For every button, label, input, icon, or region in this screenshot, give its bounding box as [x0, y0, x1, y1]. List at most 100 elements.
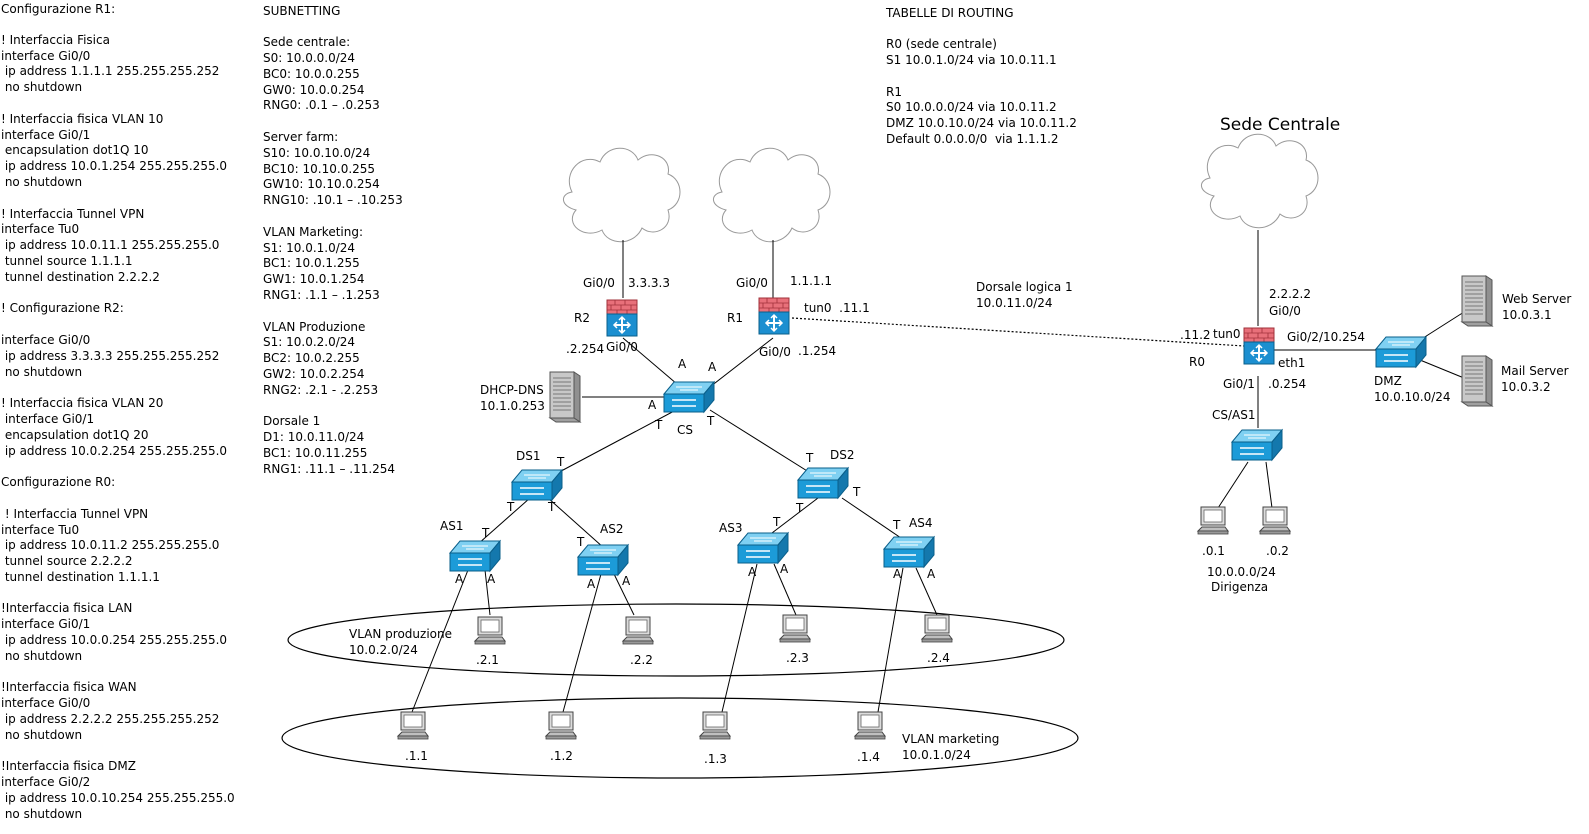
vlan-marketing-name: VLAN marketing	[902, 732, 1000, 746]
internet-cloud-r1	[712, 147, 831, 243]
cs-port-a-left: A	[648, 398, 657, 412]
config-line: tunnel source 2.2.2.2	[1, 554, 133, 569]
config-line: interface Gi0/0	[1, 332, 91, 347]
pc-1-1-label: .1.1	[405, 749, 428, 763]
subnetting-line: Server farm:	[263, 130, 339, 145]
subnetting-line	[263, 399, 403, 415]
config-line: no shutdown	[1, 727, 83, 742]
subnetting-line: BC2: 10.0.2.255	[263, 351, 360, 366]
links	[411, 230, 1465, 713]
switch-as3-icon	[737, 532, 789, 564]
as2-port-a-right: A	[622, 574, 631, 588]
mail-server-name: Mail Server	[1501, 364, 1569, 378]
routing-line	[886, 69, 1077, 85]
config-line: ! Interfaccia Tunnel VPN	[1, 506, 149, 521]
switch-ds2-icon	[797, 467, 849, 499]
dirigenza-net: 10.0.0.0/24	[1207, 565, 1276, 579]
config-line	[1, 665, 235, 681]
as3-label: AS3	[719, 521, 743, 535]
subnetting-line: Dorsale 1	[263, 414, 321, 429]
subnetting-line: BC1: 10.0.11.255	[263, 446, 368, 461]
routing-line: S1 10.0.1.0/24 via 10.0.11.1	[886, 53, 1057, 68]
routing-line	[886, 22, 1077, 38]
config-line	[1, 317, 235, 333]
r1-gi00-b-label: Gi0/0	[759, 345, 791, 359]
subnetting-line: S1: 10.0.2.0/24	[263, 335, 356, 350]
dmz-name: DMZ	[1374, 374, 1402, 388]
config-line: Configurazione R0:	[1, 475, 116, 490]
router-r0-icon	[1243, 327, 1275, 365]
subnetting-line: GW0: 10.0.0.254	[263, 82, 365, 97]
vlan-produzione-ellipse	[287, 603, 1065, 677]
config-line: !Interfaccia fisica LAN	[1, 601, 133, 616]
r1-gi00-label: Gi0/0	[736, 276, 768, 290]
subnetting-line: GW1: 10.0.1.254	[263, 272, 365, 287]
routing-line: R0 (sede centrale)	[886, 37, 997, 52]
dorsale-net: 10.0.11.0/24	[976, 296, 1053, 310]
config-line: no shutdown	[1, 364, 83, 379]
as1-port-a-right: A	[487, 572, 496, 586]
config-r1-title: Configurazione R1:	[1, 2, 116, 16]
r1-tun-label: tun0 .11.1	[804, 301, 870, 315]
config-line	[1, 586, 235, 602]
internet-cloud-r2	[562, 147, 681, 243]
subnetting-line	[263, 209, 403, 225]
pc-1-1-icon	[397, 711, 429, 740]
config-line: no shutdown	[1, 80, 83, 95]
config-line: no shutdown	[1, 648, 83, 663]
dhcp-name: DHCP-DNS	[480, 383, 544, 397]
config-line	[1, 380, 235, 396]
config-line	[1, 459, 235, 475]
switch-csas1-icon	[1231, 429, 1283, 461]
ds2-label: DS2	[830, 448, 855, 462]
web-server-icon	[1461, 275, 1493, 327]
ds1-port-t-right: T	[548, 500, 556, 514]
switch-ds1-icon	[511, 469, 563, 501]
subnetting-line: RNG1: .11.1 – .11.254	[263, 461, 396, 476]
config-line: ! Interfaccia fisica VLAN 20	[1, 396, 164, 411]
ds1-port-t-left: T	[507, 500, 515, 514]
dhcp-ip: 10.1.0.253	[480, 399, 545, 413]
as1-port-t: T	[482, 526, 490, 540]
r2-lan-ip: .2.254	[566, 342, 605, 356]
routing-line: R1	[886, 84, 902, 99]
vlan-marketing-ellipse	[281, 697, 1079, 779]
config-line: ip address 10.0.11.2 255.255.255.0	[1, 538, 220, 553]
config-line: interface Gi0/1	[1, 127, 91, 142]
subnetting-line: RNG0: .0.1 – .0.253	[263, 98, 380, 113]
as4-label: AS4	[909, 516, 933, 530]
config-line: interface Gi0/0	[1, 696, 91, 711]
internet-cloud-sede-centrale	[1200, 133, 1319, 229]
pc-2-1-icon	[474, 616, 506, 645]
config-line: encapsulation dot1Q 20	[1, 427, 149, 442]
r2-gi00-b-label: Gi0/0	[606, 340, 638, 354]
subnetting-line: S1: 10.0.1.0/24	[263, 240, 356, 255]
web-server-ip: 10.0.3.1	[1502, 308, 1552, 322]
subnetting-line: VLAN Produzione	[263, 319, 366, 334]
config-line: !Interfaccia fisica DMZ	[1, 759, 136, 774]
switch-as2-icon	[577, 544, 629, 576]
r1-name: R1	[727, 311, 743, 325]
ds2-port-t-right: T	[853, 485, 861, 499]
config-line: ip address 3.3.3.3 255.255.255.252	[1, 348, 220, 363]
subnetting-line: RNG1: .1.1 – .1.253	[263, 288, 380, 303]
routing-text: R0 (sede centrale)S1 10.0.1.0/24 via 10.…	[886, 22, 1077, 148]
mail-server-icon	[1461, 355, 1493, 407]
config-line: ip address 10.0.0.254 255.255.255.0	[1, 633, 228, 648]
as1-label: AS1	[440, 519, 464, 533]
subnetting-line	[263, 20, 403, 36]
pc-1-2-icon	[545, 711, 577, 740]
cs-port-t-left: T	[655, 418, 663, 432]
config-line: interface Gi0/1	[1, 617, 91, 632]
config-line: no shutdown	[1, 806, 83, 821]
subnetting-line: BC10: 10.10.0.255	[263, 161, 376, 176]
pc-0-1-icon	[1197, 506, 1229, 535]
subnetting-line	[263, 114, 403, 130]
config-line: tunnel destination 2.2.2.2	[1, 269, 160, 284]
as4-port-a-left: A	[893, 567, 902, 581]
pc-2-4-label: .2.4	[927, 651, 950, 665]
vlan-produzione-name: VLAN produzione	[349, 627, 452, 641]
config-line: ip address 2.2.2.2 255.255.255.252	[1, 712, 220, 727]
